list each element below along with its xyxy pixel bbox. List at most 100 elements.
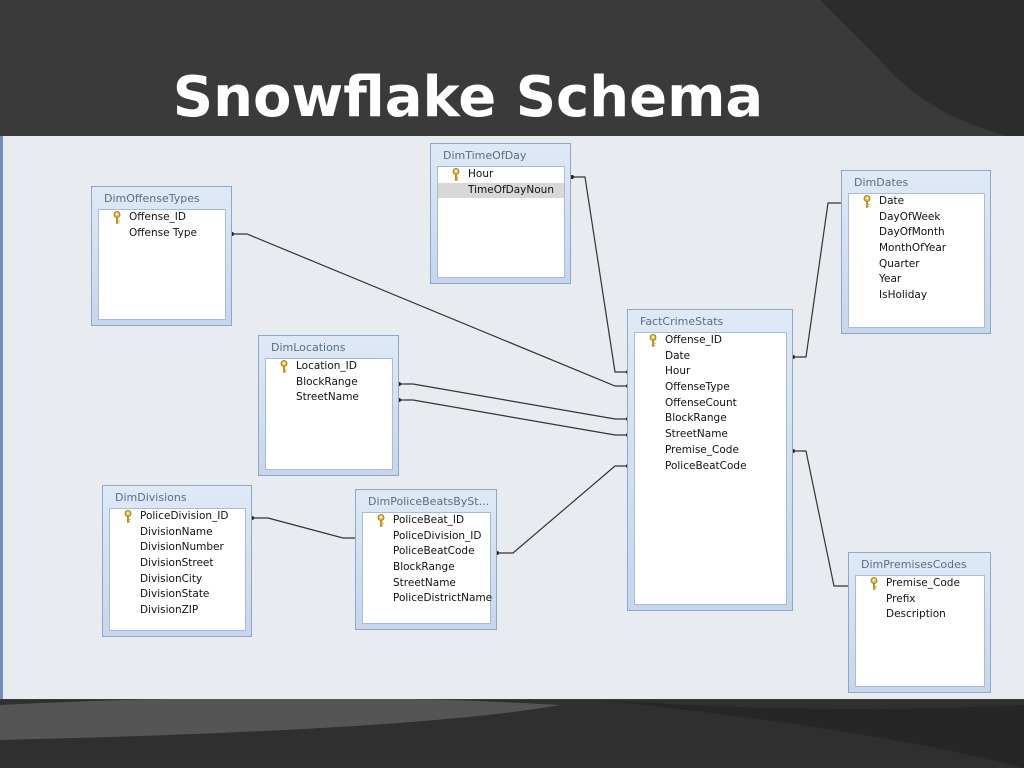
column-name: Prefix [886,592,916,605]
table-title: FactCrimeStats [640,315,724,328]
table-column-row[interactable]: Location_ID [266,359,392,375]
table-title: DimOffenseTypes [104,192,200,205]
column-name: StreetName [393,576,456,589]
column-name: DivisionCity [140,572,203,585]
column-name: Offense_ID [129,211,186,223]
table-column-row[interactable]: TimeOfDayNoun [438,182,564,199]
primary-key-icon [377,514,385,527]
column-name: DivisionZIP [140,604,199,617]
table-column-row[interactable]: Offense_ID [635,333,786,349]
column-name: PoliceBeat_ID [393,514,465,526]
table-column-row[interactable]: Offense_ID [99,210,225,226]
column-name: DivisionName [140,525,213,538]
table-column-row[interactable]: PoliceBeatCode [363,544,490,560]
table-title: DimPremisesCodes [861,558,967,571]
table-column-row[interactable]: DayOfMonth [849,225,984,241]
slide-title: Snowflake Schema [172,65,764,130]
table-dim-divisions[interactable]: DimDivisions PoliceDivision_ID DivisionNa… [102,485,252,637]
column-name: OffenseCount [665,396,737,409]
table-column-row[interactable]: BlockRange [363,560,490,576]
table-column-row[interactable]: Hour [438,167,564,183]
table-column-row[interactable]: StreetName [363,576,490,592]
table-columns: Offense_ID Offense Type [98,209,226,320]
column-name: PoliceDivision_ID [140,510,229,522]
table-column-row[interactable]: Offense Type [99,226,225,242]
table-columns: PoliceBeat_ID PoliceDivision_ID PoliceBeat… [362,512,492,624]
link-dates-fact [793,202,843,358]
table-column-row[interactable]: Quarter [849,257,984,273]
link-locations-streetname [399,399,628,436]
table-column-row[interactable]: Date [635,349,786,365]
table-column-row[interactable]: PoliceBeat_ID [363,513,490,529]
table-column-row[interactable]: Date [849,194,984,210]
column-name: BlockRange [665,412,727,425]
table-column-row[interactable]: OffenseType [635,380,786,396]
table-column-row[interactable]: BlockRange [635,411,786,427]
table-column-row[interactable]: OffenseCount [635,396,786,412]
table-column-row[interactable]: StreetName [266,390,392,406]
link-locations-blockrange [399,383,628,420]
primary-key-icon [452,168,460,181]
link-time-fact [572,176,628,373]
table-column-row[interactable]: DayOfWeek [849,210,984,226]
table-column-row[interactable]: PoliceDistrictName [363,591,492,607]
column-name: DivisionState [140,588,210,601]
table-column-row[interactable]: Hour [635,364,786,380]
table-column-row[interactable]: Year [849,272,984,288]
column-name: Offense Type [129,226,197,239]
table-column-row[interactable]: PoliceBeatCode [635,459,786,475]
table-column-row[interactable]: Description [856,607,984,623]
column-name: PoliceBeatCode [393,545,475,558]
column-name: DivisionNumber [140,541,224,554]
table-column-row[interactable]: DivisionState [110,587,245,603]
primary-key-icon [870,577,878,590]
table-column-row[interactable]: StreetName [635,427,786,443]
table-column-row[interactable]: MonthOfYear [849,241,984,257]
table-column-row[interactable]: Prefix [856,592,984,608]
table-title: DimDivisions [115,491,187,504]
table-column-row[interactable]: DivisionNumber [110,540,245,556]
column-name: PoliceBeatCode [665,459,747,472]
table-column-row[interactable]: PoliceDivision_ID [110,509,245,525]
column-name: Premise_Code [886,577,960,589]
table-title: DimTimeOfDay [443,149,527,162]
column-name: BlockRange [296,375,358,388]
column-name: MonthOfYear [879,242,947,255]
primary-key-icon [113,211,121,224]
table-column-row[interactable]: DivisionStreet [110,556,245,572]
table-title: DimPoliceBeatsBySt... [368,495,490,508]
table-column-row[interactable]: DivisionName [110,525,245,541]
column-name: Hour [468,168,494,180]
primary-key-icon [124,510,132,523]
column-name: IsHoliday [879,289,928,302]
table-column-row[interactable]: BlockRange [266,375,392,391]
column-name: TimeOfDayNoun [468,183,554,196]
table-column-row[interactable]: DivisionZIP [110,603,245,619]
link-offense-fact [232,233,628,387]
table-column-row[interactable]: DivisionCity [110,572,245,588]
primary-key-icon [863,195,871,208]
table-title: DimDates [854,176,909,189]
primary-key-icon [649,334,657,347]
table-column-row[interactable]: IsHoliday [849,288,984,304]
table-column-row[interactable]: Premise_Code [856,576,984,592]
table-dim-offense-types[interactable]: DimOffenseTypes Offense_ID Offense Type [91,186,232,326]
column-name: DayOfWeek [879,210,941,223]
column-name: Date [879,195,905,207]
column-name: PoliceDivision_ID [393,529,482,542]
table-column-row[interactable]: Premise_Code [635,443,786,459]
table-column-row[interactable]: PoliceDivision_ID [363,529,490,545]
column-name: BlockRange [393,561,455,574]
